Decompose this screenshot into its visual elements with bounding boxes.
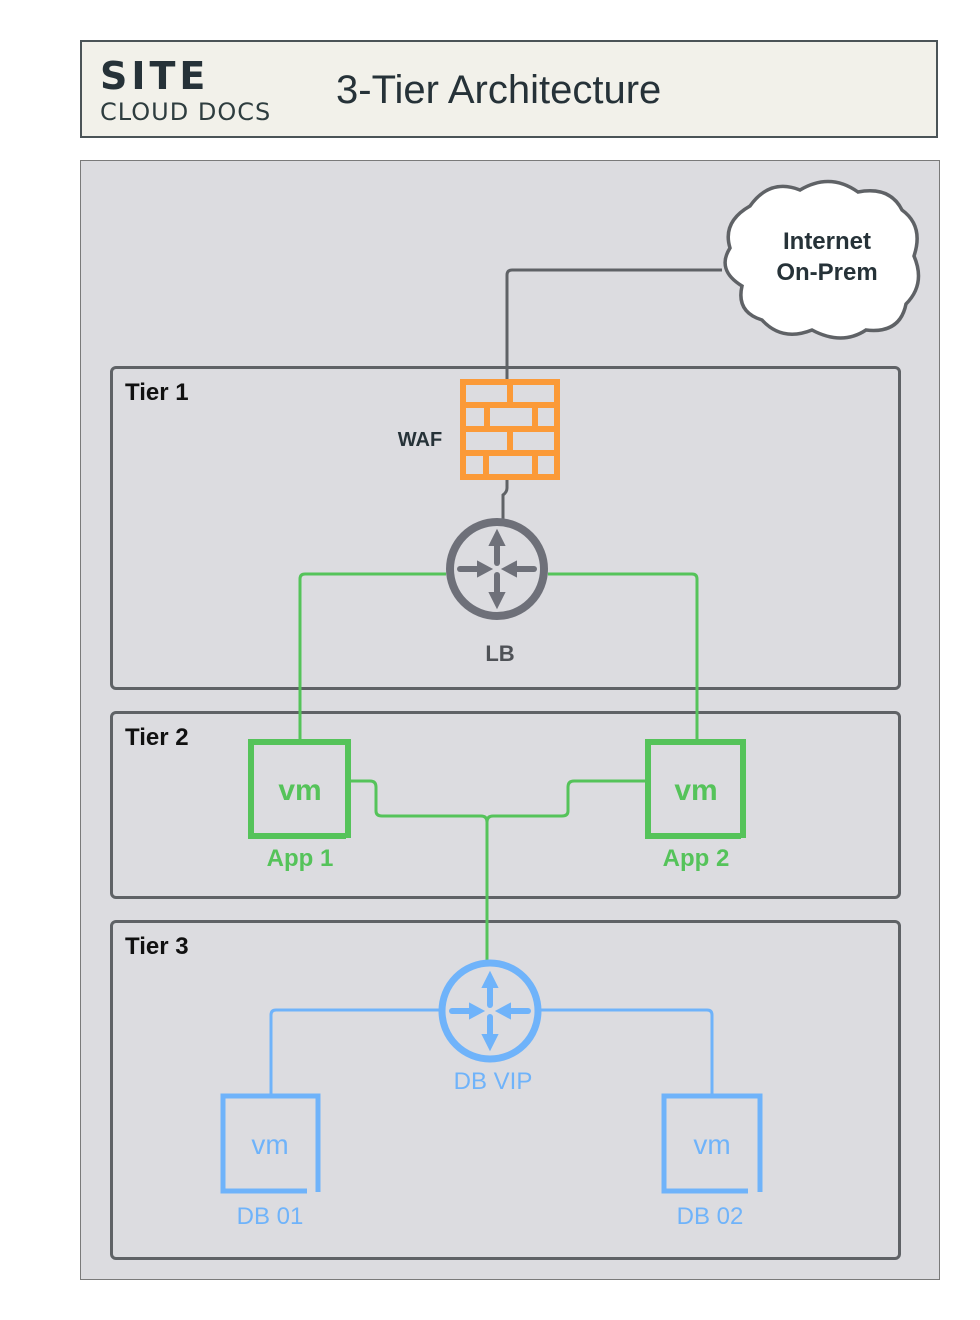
link-lb-app2 <box>548 572 699 741</box>
link-app1-dbvip <box>349 779 489 975</box>
waf-label: WAF <box>397 429 443 451</box>
db01-vm-icon <box>220 1093 321 1194</box>
tier-3-box: Tier 3 <box>110 920 901 1260</box>
db01-label: DB 01 <box>236 1203 304 1230</box>
tier-1-label: Tier 1 <box>125 379 189 406</box>
cloud-label-line2: On-Prem <box>776 259 878 286</box>
link-app2-dbvip <box>485 779 646 823</box>
app2-vm-icon <box>645 739 746 839</box>
link-lb-app1 <box>298 572 446 741</box>
dbvip-label: DB VIP <box>453 1068 533 1095</box>
app2-label: App 2 <box>662 845 730 872</box>
app1-vm-text: vm <box>278 774 321 807</box>
header-banner: SITE CLOUD DOCS 3-Tier Architecture <box>80 40 938 138</box>
logo-site: SITE <box>100 54 210 98</box>
lb-router-icon <box>446 518 548 620</box>
db02-label: DB 02 <box>676 1203 744 1230</box>
db01-vm-text: vm <box>251 1129 288 1160</box>
page-title: 3-Tier Architecture <box>336 68 662 112</box>
app2-vm-text: vm <box>674 774 717 807</box>
dbvip-router-icon <box>438 959 542 1063</box>
link-waf-lb <box>501 478 509 524</box>
link-dbvip-db02 <box>540 1008 714 1095</box>
app1-vm-icon <box>248 739 351 839</box>
db02-vm-text: vm <box>693 1129 730 1160</box>
tier-2-box: Tier 2 <box>110 711 901 899</box>
cloud-icon <box>723 179 921 340</box>
logo-cloud-docs: CLOUD DOCS <box>100 98 272 126</box>
link-dbvip-db01 <box>269 1008 440 1095</box>
tier-2-label: Tier 2 <box>125 724 189 751</box>
app1-label: App 1 <box>266 845 334 872</box>
tier-3-label: Tier 3 <box>125 933 189 960</box>
cloud-label-line1: Internet <box>782 228 871 255</box>
firewall-icon <box>460 379 560 480</box>
db02-vm-icon <box>661 1093 763 1194</box>
link-internet-waf <box>505 268 722 382</box>
diagram-canvas <box>80 160 940 1280</box>
lb-label: LB <box>485 641 515 666</box>
cloud-label: Internet On-Prem <box>760 226 894 288</box>
